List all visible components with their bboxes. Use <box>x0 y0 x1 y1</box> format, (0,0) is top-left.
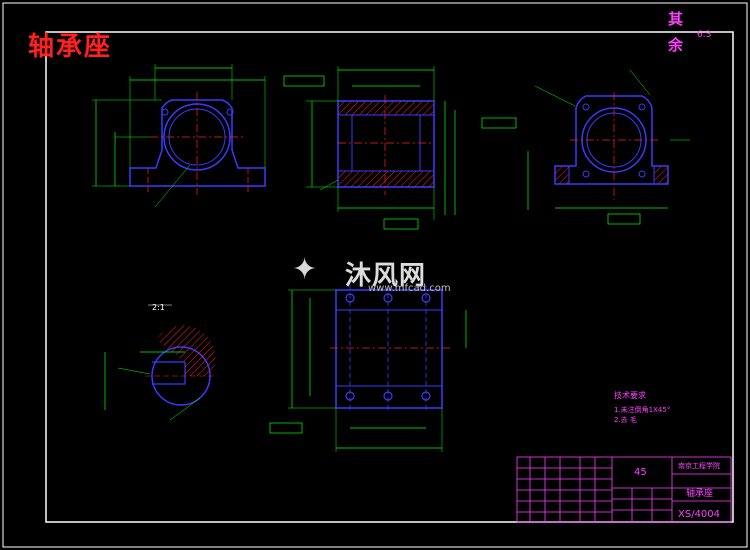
title-block-drawing-number: XS/4004 <box>678 509 721 520</box>
front-view <box>92 64 266 208</box>
tech-requirements-title: 技术要求 <box>614 391 646 400</box>
title-block <box>516 456 732 523</box>
drawing-title: 轴承座 <box>28 32 113 62</box>
surface-finish-note-a: 其 <box>668 10 684 28</box>
tech-requirement-1: 1.未注倒角1X45° <box>614 406 671 414</box>
watermark-brand: 沐风网 <box>345 261 427 291</box>
surface-finish-note-b: 余 <box>668 36 684 54</box>
detail-scale-label: 2:1 <box>152 303 165 312</box>
title-block-material: 45 <box>634 467 647 478</box>
title-block-school: 南京工程学院 <box>678 462 720 470</box>
top-view <box>269 285 467 452</box>
side-section-view <box>283 66 517 230</box>
right-view <box>527 69 690 225</box>
detail-view <box>104 304 218 421</box>
surface-roughness-value: 6.3 <box>697 30 712 40</box>
title-block-part-name: 轴承座 <box>686 489 714 499</box>
tech-requirement-2: 2.去 毛 <box>614 416 637 424</box>
inner-frame <box>45 31 734 523</box>
watermark-logo-icon: ✦ <box>292 252 318 287</box>
watermark-url: www.mfcad.com <box>368 283 451 294</box>
